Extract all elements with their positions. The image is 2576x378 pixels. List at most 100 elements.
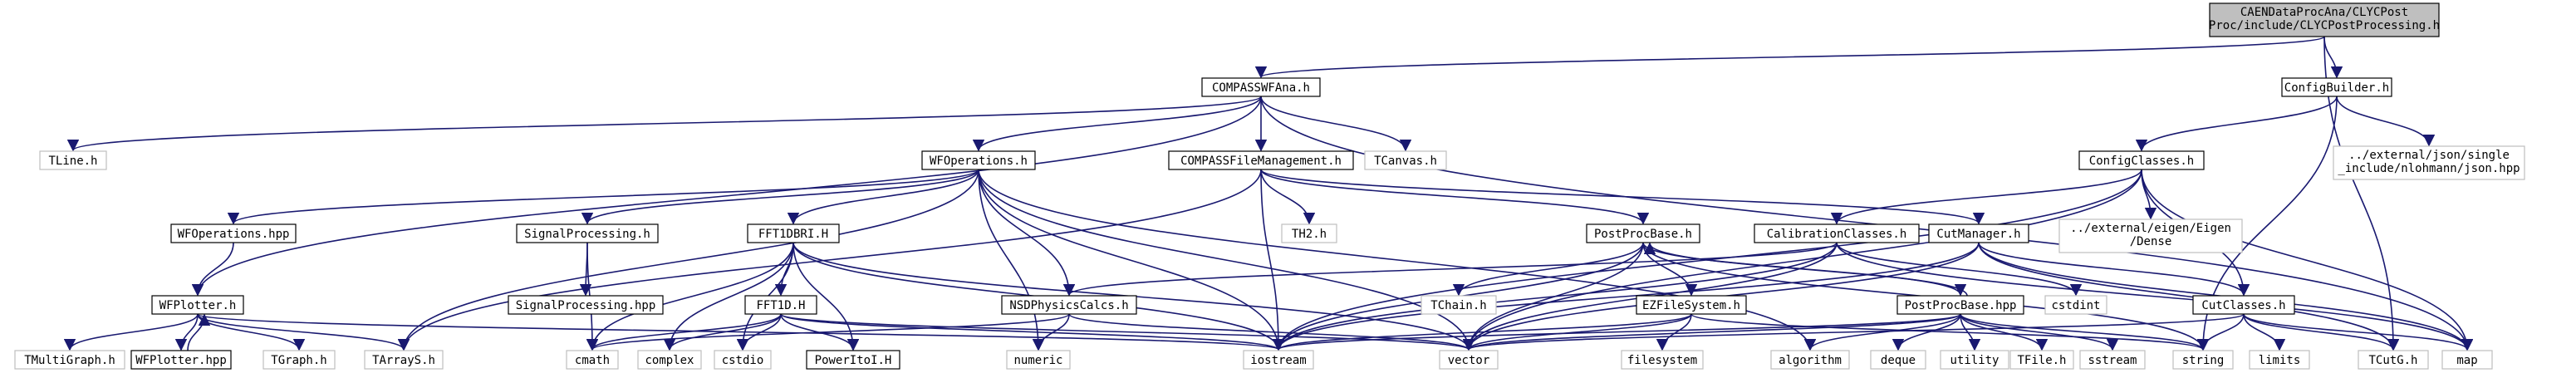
edge-compassfilemgmt-to-iostream	[1260, 169, 1285, 351]
node-label: TMultiGraph.h	[24, 354, 115, 367]
node-postprocbase_hpp[interactable]: PostProcBase.hpp	[1896, 295, 2024, 315]
edge-ezfilesystem-to-vector	[1462, 313, 1692, 351]
node-cutclasses[interactable]: CutClasses.h	[2192, 295, 2295, 315]
edge-wfoperations_h-to-iostream	[978, 169, 1285, 351]
node-label: SignalProcessing.hpp	[516, 299, 656, 312]
edge-cutmanager-to-tcutg	[1978, 242, 2400, 351]
node-fft1d[interactable]: FFT1D.H	[744, 295, 817, 315]
node-powertoi[interactable]: PowerItoI.H	[806, 350, 900, 370]
node-wfplotter_h[interactable]: WFPlotter.h	[151, 295, 244, 315]
edge-compasswfana-to-tcanvas	[1260, 96, 1412, 152]
node-box	[516, 223, 659, 243]
edge-wfoperations_h-to-tarrays	[397, 169, 979, 351]
node-label: WFOperations.h	[930, 155, 1028, 168]
node-label: FFT1D.H	[756, 299, 805, 312]
node-label: TFile.h	[2017, 354, 2066, 367]
node-root[interactable]: CAENDataProcAna/CLYCPostProc/include/CLY…	[2209, 2, 2440, 37]
node-tmultigraph: TMultiGraph.h	[14, 350, 125, 370]
edge-wfplotter_h-to-tmultigraph	[63, 313, 199, 351]
node-box	[2044, 295, 2107, 315]
node-fft1dbri[interactable]: FFT1DBRI.H	[747, 223, 840, 243]
node-box	[1201, 77, 1321, 97]
node-box	[508, 295, 664, 315]
node-label: PowerItoI.H	[815, 354, 892, 367]
node-label: TH2.h	[1292, 228, 1327, 241]
edge-fft1d-to-iostream	[780, 313, 1284, 351]
node-tcutg: TCutG.h	[2358, 350, 2429, 370]
node-box	[1364, 150, 1447, 170]
edge-fft1dbri-to-complex	[663, 242, 794, 351]
edge-fft1d-to-complex	[663, 313, 782, 351]
node-calibrationclasses[interactable]: CalibrationClasses.h	[1754, 223, 1920, 243]
node-box	[263, 350, 336, 370]
node-wfplotter_hpp[interactable]: WFPlotter.hpp	[130, 350, 232, 370]
node-box	[2058, 218, 2243, 253]
node-compasswfana[interactable]: COMPASSWFAna.h	[1201, 77, 1321, 97]
node-layer: CAENDataProcAna/CLYCPostProc/include/CLY…	[14, 2, 2525, 370]
node-box	[1281, 223, 1337, 243]
node-box	[1754, 223, 1920, 243]
node-signalprocessing_hpp[interactable]: SignalProcessing.hpp	[508, 295, 664, 315]
node-compassfilemgmt[interactable]: COMPASSFileManagement.h	[1168, 150, 1354, 170]
edge-wfoperations_h-to-algorithm	[978, 169, 1817, 351]
edge-wfoperations_h-to-wfoperations_hpp	[228, 169, 979, 225]
node-label: WFOperations.hpp	[178, 228, 290, 241]
node-label: COMPASSWFAna.h	[1212, 81, 1310, 95]
node-configbuilder[interactable]: ConfigBuilder.h	[2281, 77, 2392, 97]
node-box	[2209, 2, 2440, 37]
edge-compassfilemgmt-to-postprocbase_h	[1260, 169, 1650, 225]
node-postprocbase_h[interactable]: PostProcBase.h	[1586, 223, 1700, 243]
node-wfoperations_hpp[interactable]: WFOperations.hpp	[170, 223, 297, 243]
edge-wfoperations_hpp-to-wfplotter_h	[191, 242, 234, 297]
node-tarrays: TArrayS.h	[364, 350, 444, 370]
node-label: CAENDataProcAna/CLYCPost	[2240, 6, 2408, 19]
edge-cutclasses-to-vector	[1463, 313, 2245, 351]
edge-configclasses-to-calibrationclasses	[1830, 169, 2142, 225]
node-label: PostProcBase.hpp	[1905, 299, 2017, 312]
node-cstdint: cstdint	[2044, 295, 2107, 315]
edge-layer	[63, 36, 2474, 351]
node-box	[14, 350, 125, 370]
node-label: deque	[1881, 354, 1916, 367]
node-box	[1940, 350, 2009, 370]
node-label: TCanvas.h	[1374, 155, 1437, 168]
node-label: ../external/json/single	[2348, 149, 2510, 162]
node-nsdphysicscalcs[interactable]: NSDPhysicsCalcs.h	[1001, 295, 1137, 315]
edge-calibrationclasses-to-cstdint	[1836, 242, 2083, 297]
edge-nsdphysicscalcs-to-numeric	[1032, 313, 1070, 351]
edge-ezfilesystem-to-iostream	[1273, 313, 1692, 351]
edge-postprocbase_hpp-to-string	[1960, 313, 2210, 351]
node-box	[1243, 350, 1314, 370]
node-signalprocessing_h[interactable]: SignalProcessing.h	[516, 223, 659, 243]
edge-wfplotter_h-to-iostream	[197, 313, 1284, 351]
node-label: NSDPhysicsCalcs.h	[1009, 299, 1128, 312]
edge-fft1d-to-vector	[780, 313, 1474, 351]
node-box	[2192, 295, 2295, 315]
node-box	[2333, 145, 2525, 180]
node-box	[714, 350, 772, 370]
node-configclasses[interactable]: ConfigClasses.h	[2078, 150, 2205, 170]
node-wfoperations_h[interactable]: WFOperations.h	[921, 150, 1036, 170]
node-label: COMPASSFileManagement.h	[1180, 155, 1342, 168]
node-box	[2441, 350, 2493, 370]
node-box	[566, 350, 619, 370]
node-label: limits	[2259, 354, 2301, 367]
node-box	[1439, 350, 1499, 370]
node-limits: limits	[2249, 350, 2310, 370]
node-label: complex	[645, 354, 694, 367]
node-ezfilesystem[interactable]: EZFileSystem.h	[1636, 295, 1747, 315]
node-algorithm: algorithm	[1770, 350, 1850, 370]
edge-fft1dbri-to-cmath	[586, 242, 794, 351]
edge-compasswfana-to-tline	[67, 96, 1262, 152]
node-box	[806, 350, 900, 370]
node-th2: TH2.h	[1281, 223, 1337, 243]
node-label: WFPlotter.h	[159, 299, 237, 312]
edge-configbuilder-to-json	[2336, 96, 2436, 147]
edge-configclasses-to-vector	[1462, 169, 2142, 351]
node-label: filesystem	[1627, 354, 1697, 367]
edge-wfoperations_h-to-numeric	[978, 169, 1045, 351]
edge-fft1dbri-to-powertoi	[792, 242, 860, 351]
node-cutmanager[interactable]: CutManager.h	[1928, 223, 2029, 243]
node-label: ../external/eigen/Eigen	[2070, 222, 2231, 235]
